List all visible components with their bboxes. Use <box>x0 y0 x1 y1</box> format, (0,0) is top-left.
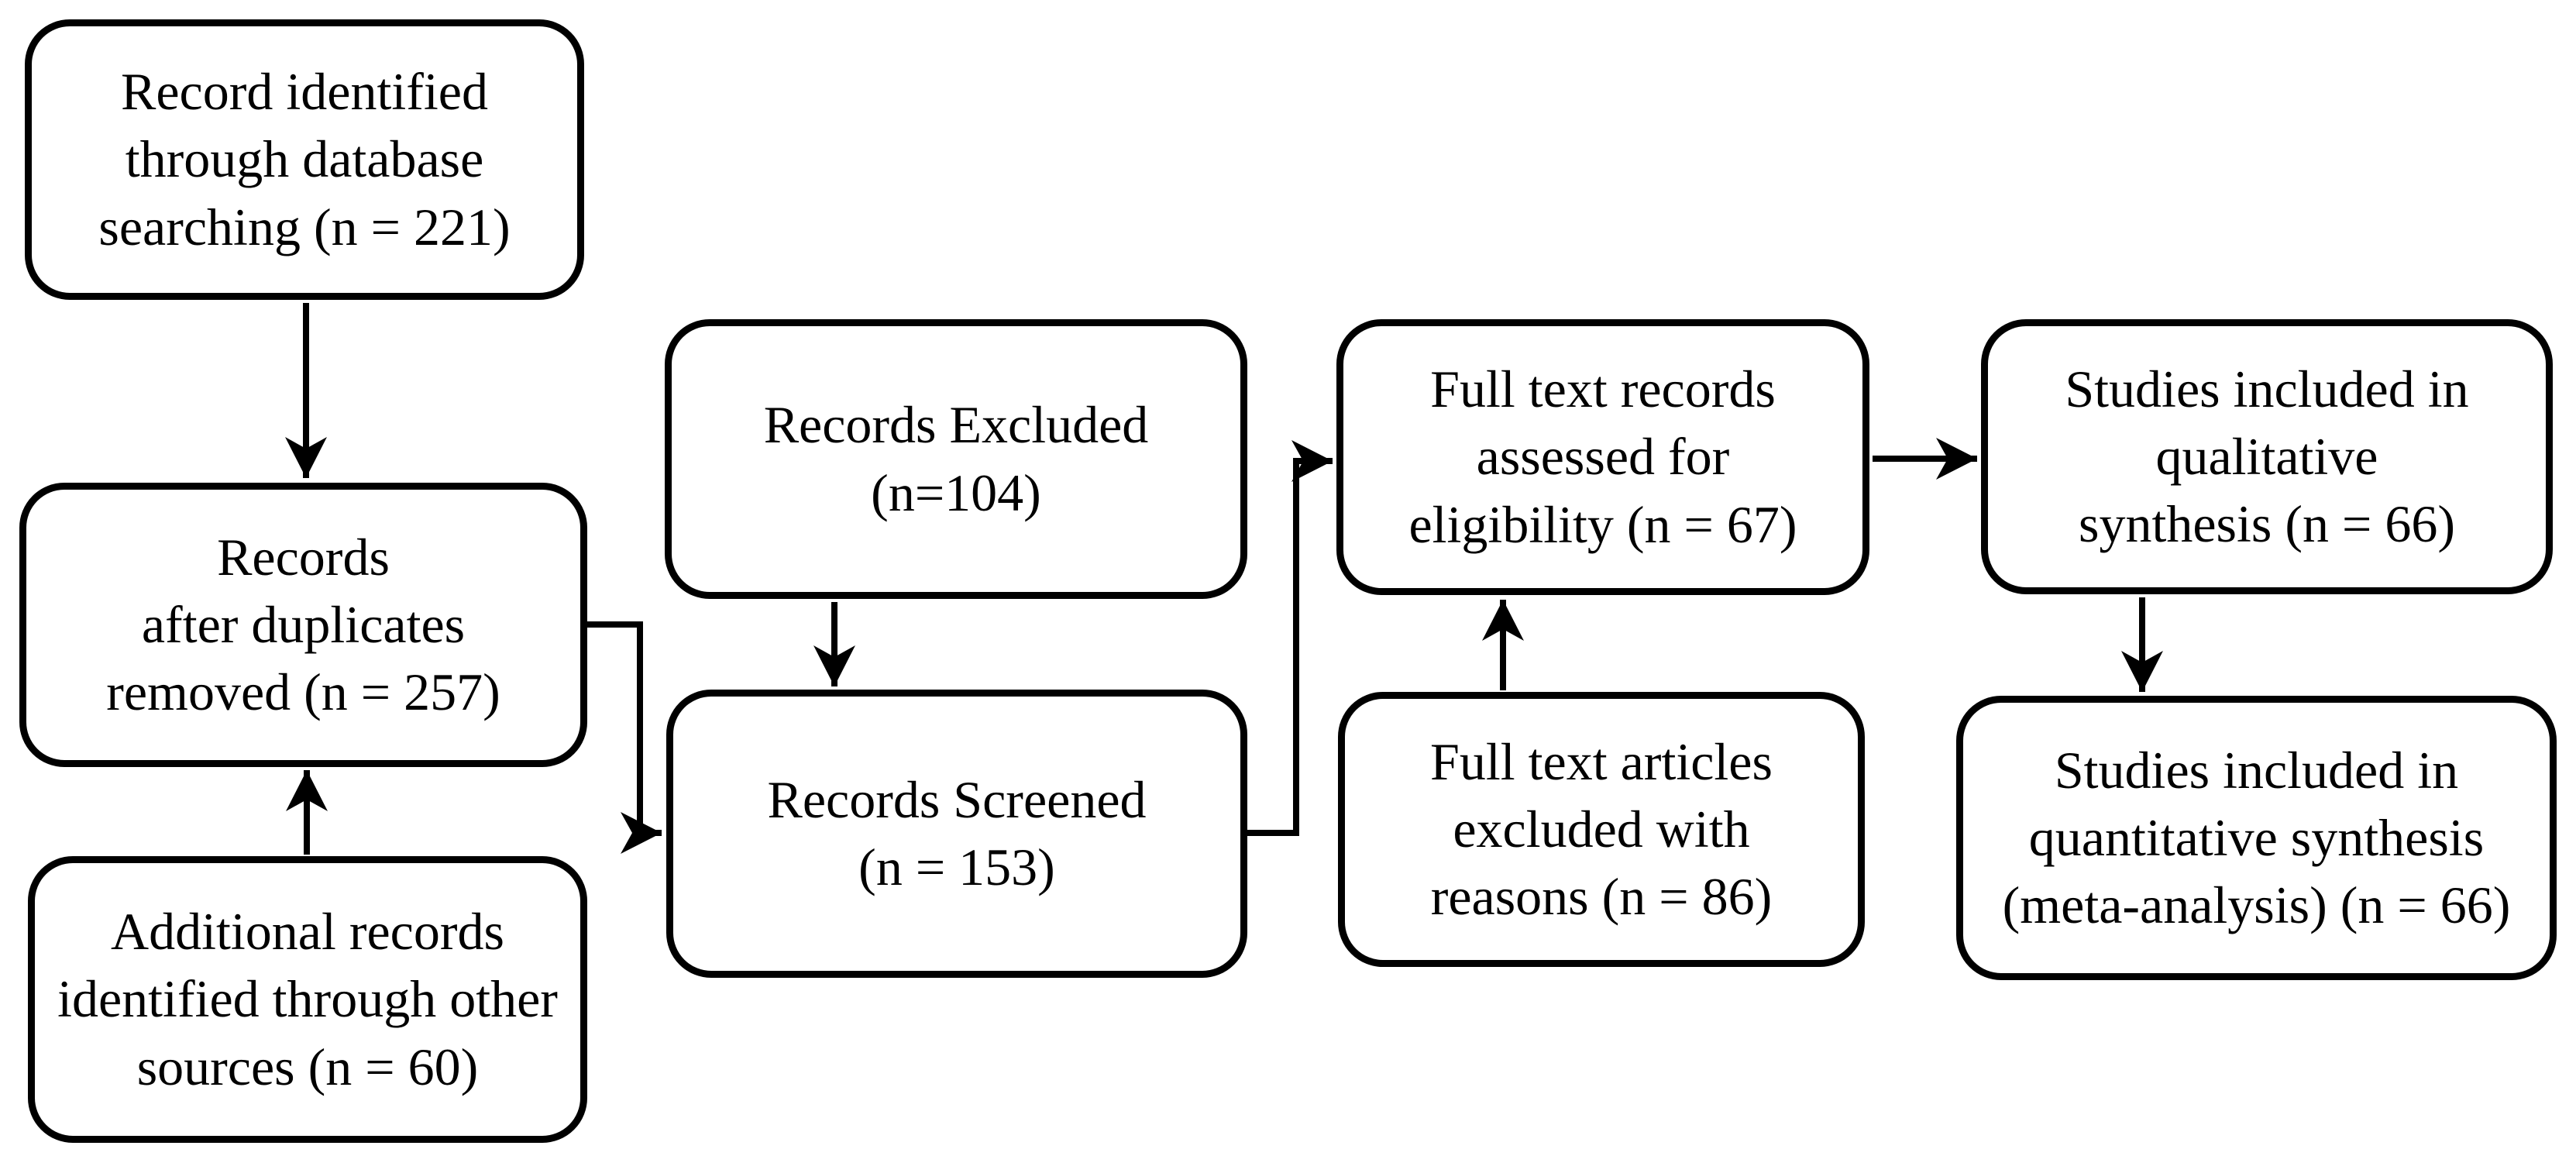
connector-duplicates-to-screened <box>587 621 662 854</box>
box-additional-records-other-sources: Additional records identified through ot… <box>28 856 587 1143</box>
box-fulltext-assessed-eligibility: Full text records assessed for eligibili… <box>1336 319 1869 595</box>
box-quantitative-synthesis: Studies included in quantitative synthes… <box>1956 696 2557 980</box>
connector-screened-to-assessed <box>1247 440 1333 836</box>
box-records-excluded: Records Excluded (n=104) <box>665 319 1247 599</box>
box-records-after-duplicates: Records after duplicates removed (n = 25… <box>19 483 587 767</box>
box-records-screened: Records Screened (n = 153) <box>666 690 1247 978</box>
box-records-identified-database: Record identified through database searc… <box>25 19 584 300</box>
box-qualitative-synthesis: Studies included in qualitative synthesi… <box>1981 319 2553 594</box>
box-fulltext-excluded-reasons: Full text articles excluded with reasons… <box>1338 692 1865 967</box>
